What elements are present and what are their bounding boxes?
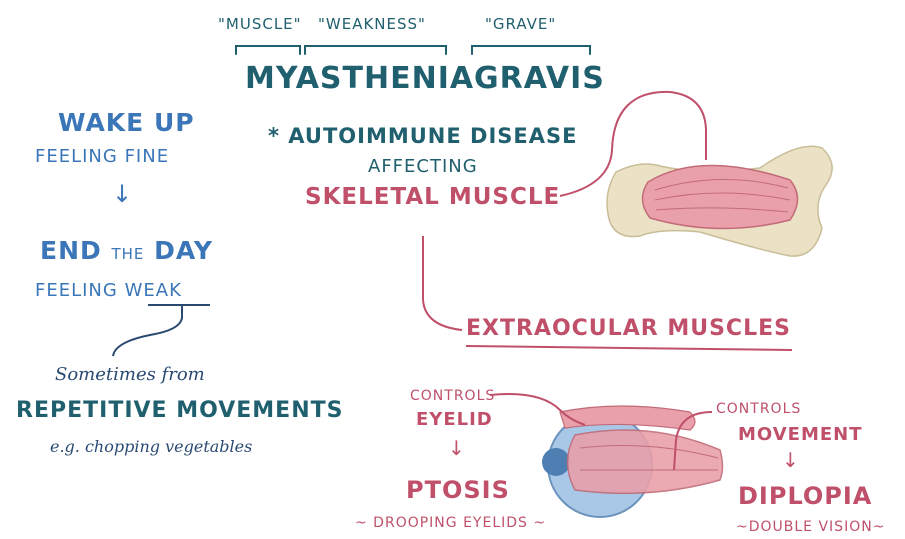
skeletal-muscle-label: SKELETAL MUSCLE (305, 186, 560, 209)
end-word: END (40, 236, 102, 265)
arm-illustration (607, 146, 832, 256)
ptosis-label: PTOSIS (406, 478, 510, 502)
eyelid-arrow: ↓ (448, 438, 465, 458)
controls-movement-caption: CONTROLS (716, 402, 801, 416)
title-gravis: GRAVIS (474, 64, 605, 94)
feeling-weak-label: FEELING WEAK (35, 282, 182, 300)
example-label: e.g. chopping vegetables (50, 439, 252, 455)
title-weakness-annotation: "WEAKNESS" (318, 17, 426, 32)
eye-muscles-icon (568, 430, 723, 493)
day-word: DAY (154, 236, 213, 265)
title-myasthenia: MYASTHENIA (245, 64, 474, 94)
sometimes-from-label: Sometimes from (55, 366, 205, 384)
extraocular-muscles-label: EXTRAOCULAR MUSCLES (466, 318, 791, 340)
ptosis-description: ~ DROOPING EYELIDS ~ (355, 516, 546, 530)
title-grave-annotation: "GRAVE" (485, 17, 556, 32)
diplopia-label: DIPLOPIA (738, 484, 872, 508)
autoimmune-disease-label: * AUTOIMMUNE DISEASE (268, 126, 577, 147)
timeline-arrow: ↓ (112, 182, 132, 206)
eyelid-label: EYELID (416, 411, 493, 429)
title-muscle-annotation: "MUSCLE" (218, 17, 302, 32)
feeling-fine-label: FEELING FINE (35, 148, 169, 166)
eye-illustration (542, 406, 723, 517)
controls-eyelid-caption: CONTROLS (410, 389, 495, 403)
weak-word: WEAK (125, 280, 182, 301)
connector-weak-sometimes (113, 305, 182, 356)
wake-up-label: WAKE UP (58, 110, 195, 135)
movement-arrow: ↓ (782, 450, 799, 470)
the-word: THE (111, 245, 144, 263)
repetitive-movements-label: REPETITIVE MOVEMENTS (16, 400, 343, 422)
diplopia-description: ~DOUBLE VISION~ (736, 520, 885, 534)
iris-icon (542, 448, 570, 476)
bracket-grave (472, 46, 590, 54)
connector-skeletal-extraocular (423, 236, 462, 330)
title-brackets (236, 46, 590, 54)
end-the-day-label: END THE DAY (40, 238, 213, 263)
bracket-muscle (236, 46, 300, 54)
movement-label: MOVEMENT (738, 426, 863, 444)
feeling-word: FEELING (35, 280, 118, 301)
bracket-weakness (305, 46, 446, 54)
extraocular-underline (466, 346, 792, 350)
affecting-label: AFFECTING (368, 158, 478, 176)
